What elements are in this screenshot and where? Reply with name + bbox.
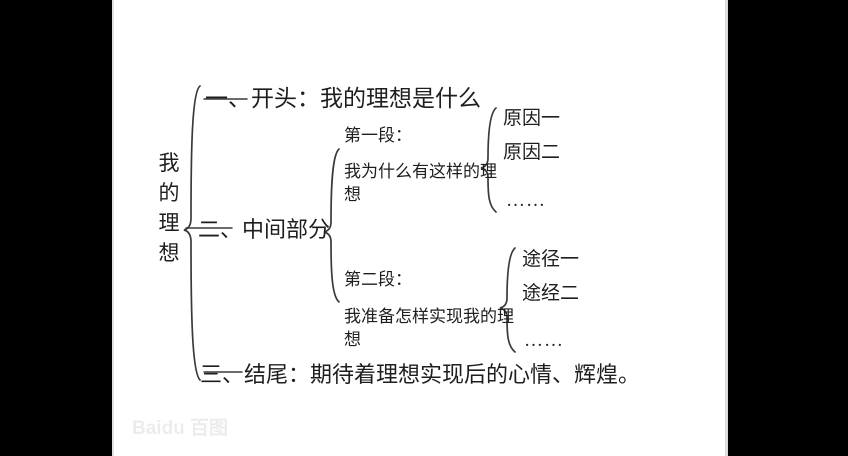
paragraph1-leaf-ellipsis: …… [506,190,546,211]
outline-item-ending: 三、结尾：期待着理想实现后的心情、辉煌。 [200,362,641,387]
paper-right-edge [725,0,728,456]
paragraph1-title: 第一段： [344,126,412,145]
paragraph1-body: 我为什么有这样的理想 [344,162,497,204]
baidu-watermark: Baidu 百图 [132,410,262,440]
paragraph1-leaf-2: 原因二 [503,142,561,163]
watermark-text: Baidu 百图 [132,418,229,439]
diagram-canvas: 我的理想 一、开头：我的理想是什么 二、中间部分 三、结尾：期待着理想实现后的心… [112,0,728,456]
paper-left-edge [112,0,114,456]
paragraph2-leaf-1: 途径一 [522,249,580,270]
root-label: 我的理想 [158,151,180,265]
paragraph2-body: 我准备怎样实现我的理想 [344,307,514,349]
paragraph1-leaf-1: 原因一 [503,108,561,129]
outline-item-middle: 二、中间部分 [198,217,331,242]
paragraph2-leaf-ellipsis: …… [524,330,564,351]
paragraph2-title: 第二段： [344,270,412,289]
paragraph2-leaf-2: 途经二 [522,283,580,304]
outline-item-opening: 一、开头：我的理想是什么 [205,86,481,111]
